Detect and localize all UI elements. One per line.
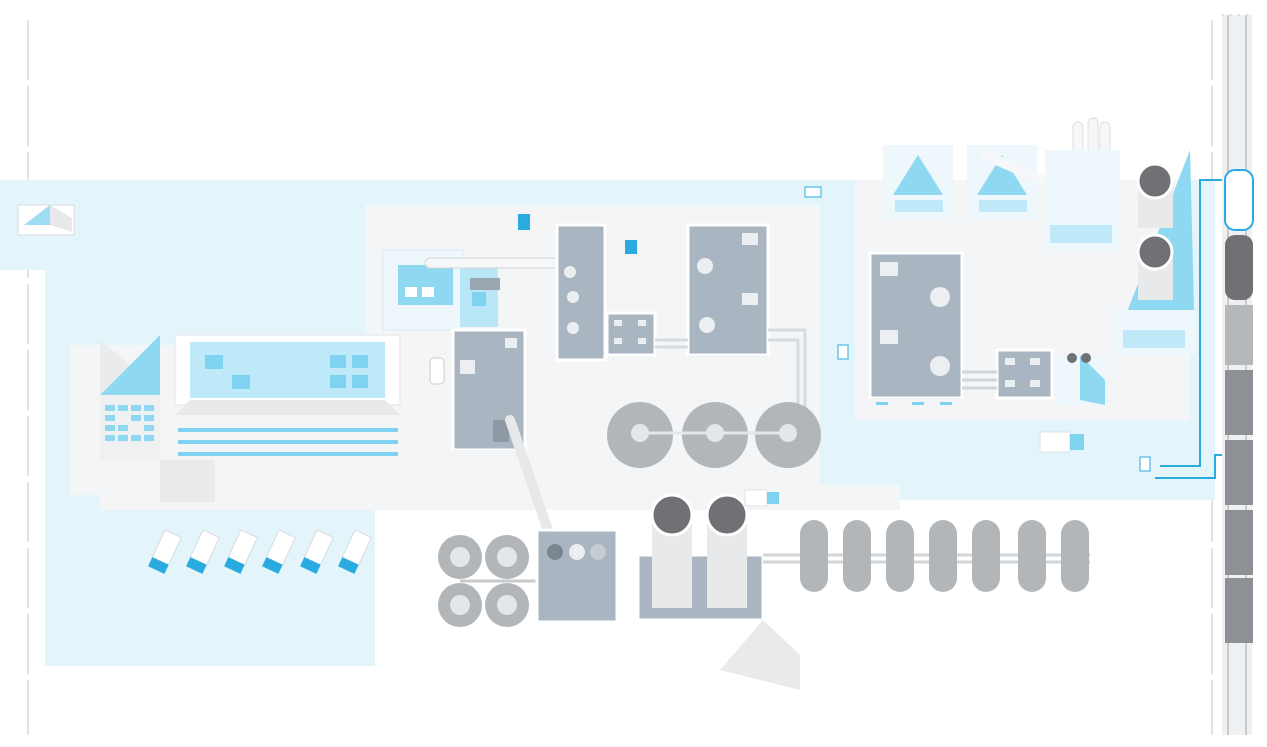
processing-building-b: [686, 223, 770, 373]
storage-tank-icon: [929, 520, 957, 592]
spherical-tank-icon: [755, 402, 821, 468]
spherical-tank-icon: [485, 535, 529, 579]
boiler-house: [1045, 150, 1120, 250]
overhead-pipe: [424, 257, 576, 269]
truck-icon: [518, 214, 530, 230]
car-icon: [429, 357, 445, 385]
forklift-icon: [1139, 456, 1151, 472]
silo-icon: [650, 493, 694, 537]
tower-silos-right: [1115, 150, 1195, 355]
truck-icon: [744, 489, 779, 507]
silo-icon: [705, 493, 749, 537]
mixing-unit: [535, 528, 619, 624]
vehicles: [429, 186, 1151, 507]
storage-tank-icon: [972, 520, 1000, 592]
conveyor-pipe: [505, 415, 558, 550]
storage-tank-icon: [800, 520, 828, 592]
storage-tank-icon: [1018, 520, 1046, 592]
storage-tank-icon: [843, 520, 871, 592]
gatehouse-icon: [17, 204, 75, 236]
truck-icon: [625, 240, 637, 254]
administration-house-1: [883, 145, 953, 220]
storage-tank-icon: [1061, 520, 1089, 592]
control-unit-small: [605, 311, 657, 357]
truck-icon: [804, 186, 822, 198]
horizontal-tanks: [763, 520, 1090, 592]
processing-building-c: [868, 251, 964, 412]
warehouse-left-bays: [178, 428, 398, 456]
pipe-rack: [655, 328, 807, 420]
truck-icon: [1039, 431, 1084, 453]
pump-house: [1055, 353, 1105, 405]
spherical-tank-icon: [682, 402, 748, 468]
utility-line: [1160, 179, 1225, 467]
spherical-tank-icon: [607, 402, 673, 468]
spherical-tank-cluster: [438, 535, 540, 627]
forklift-icon: [837, 344, 849, 360]
truck-icon: [338, 529, 372, 574]
storage-tank-icon: [886, 520, 914, 592]
truck-icon: [148, 529, 182, 574]
spherical-tank-icon: [438, 583, 482, 627]
tall-silos: [636, 493, 800, 690]
freight-train-icon: [1224, 169, 1254, 643]
silo-icon: [1136, 233, 1174, 271]
utility-line-2: [1155, 454, 1225, 479]
spherical-tank-row: [607, 402, 821, 468]
truck-icon: [186, 529, 220, 574]
truck-icon: [262, 529, 296, 574]
spherical-tank-icon: [485, 583, 529, 627]
parked-trucks: [148, 529, 372, 574]
silo-tower: [555, 223, 607, 393]
administration-house-2: [967, 145, 1037, 220]
control-unit-right: [962, 348, 1054, 400]
truck-icon: [224, 529, 258, 574]
truck-icon: [300, 529, 334, 574]
spherical-tank-icon: [438, 535, 482, 579]
warehouse-left-windows: [105, 405, 154, 441]
warehouse-left: [100, 334, 401, 502]
silo-icon: [1136, 162, 1174, 200]
